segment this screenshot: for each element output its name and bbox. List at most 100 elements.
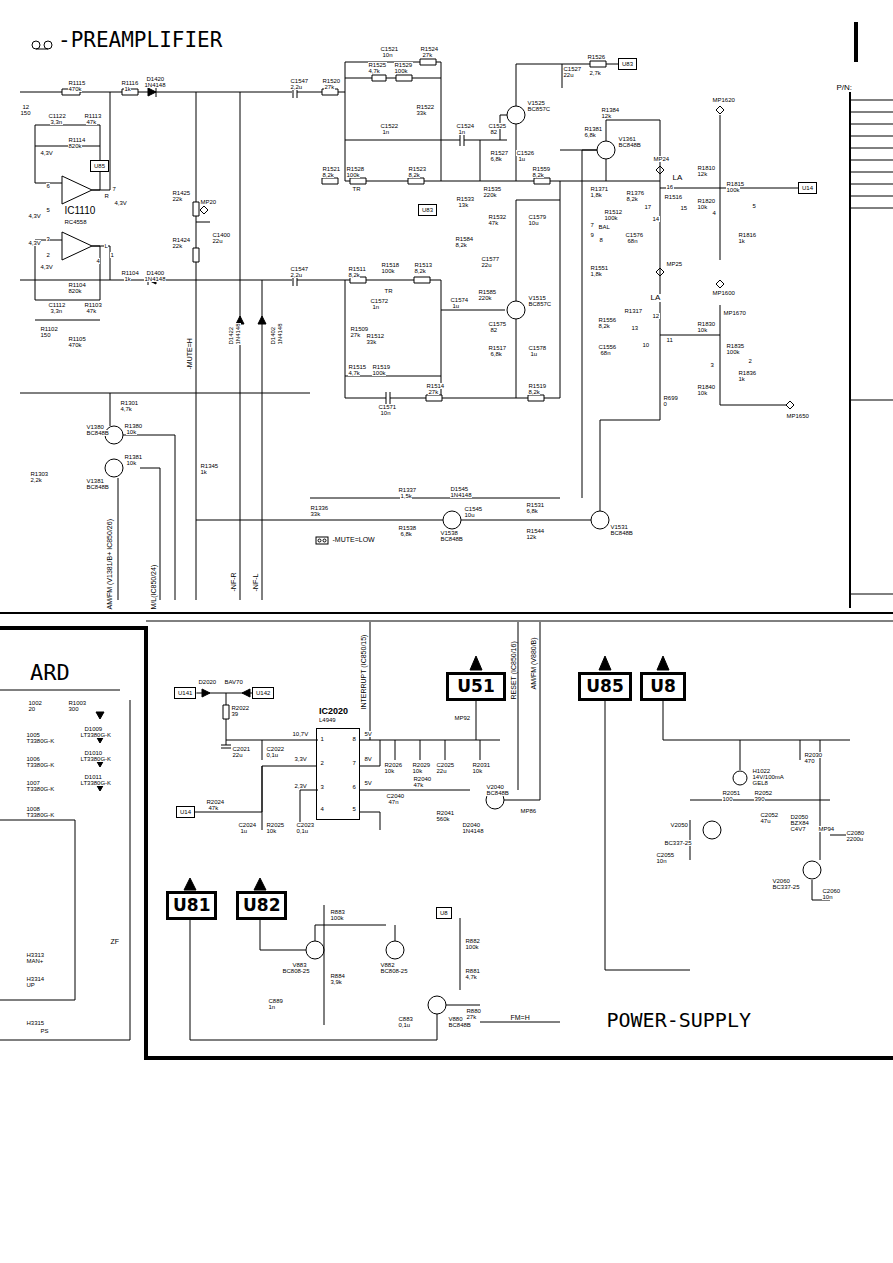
component-label: TR	[352, 186, 361, 192]
component-label: 1n	[382, 129, 390, 135]
component-label: 10k	[266, 828, 277, 834]
component-label: MP20	[200, 199, 217, 205]
component-label: 1	[320, 736, 324, 742]
component-label: 4,7k	[348, 370, 360, 376]
board-panel: ARD	[0, 628, 146, 1058]
component-label: 1N4148	[235, 323, 241, 345]
component-label: 1u	[240, 828, 248, 834]
component-label: IC1110	[64, 206, 96, 216]
box-label: U8	[440, 910, 448, 916]
component-label: PS	[40, 1028, 49, 1034]
component-label: T3380G-K	[26, 812, 55, 818]
component-label: MP1670	[723, 310, 746, 316]
component-label: 3,3n	[50, 119, 63, 125]
component-label: 82	[490, 129, 498, 135]
box-label: U83	[422, 207, 433, 213]
component-label: FM=H	[510, 1014, 530, 1021]
component-label: 27k	[324, 84, 335, 90]
component-label: 7	[590, 222, 594, 228]
signal-box: U81	[166, 891, 217, 920]
signal-box: U8	[640, 672, 686, 701]
component-label: 8	[599, 237, 603, 243]
component-label: LT3380G-K	[80, 732, 112, 738]
signal-box: U82	[236, 891, 287, 920]
component-label: 47k	[208, 805, 219, 811]
component-label: 10n	[822, 894, 833, 900]
component-label: MP1600	[712, 290, 735, 296]
component-label: POWER-SUPPLY	[606, 1010, 752, 1030]
component-label: AM/FM (V880/B)	[530, 637, 537, 690]
component-label: 14	[652, 216, 660, 222]
component-label: 47u	[760, 818, 771, 824]
component-label: 12	[652, 313, 660, 319]
component-label: 2,2u	[290, 84, 303, 90]
component-label: 10u	[464, 512, 475, 518]
box-label: ARD	[30, 662, 70, 684]
component-label: 47n	[388, 799, 399, 805]
box-label: U51	[453, 678, 499, 695]
component-label: MP25	[666, 261, 683, 267]
component-label: 7	[352, 760, 356, 766]
component-label: -MUTE=H	[186, 338, 193, 370]
component-label: 4,3V	[40, 150, 53, 156]
component-label: 27k	[350, 332, 361, 338]
component-label: 0,1u	[296, 828, 309, 834]
component-label: 10k	[697, 327, 708, 333]
box-label: U85	[94, 163, 105, 169]
component-label: 12k	[697, 171, 708, 177]
component-label: 3	[710, 362, 714, 368]
component-label: 1k	[738, 376, 745, 382]
component-label: 1	[110, 252, 114, 258]
component-label: LA	[650, 294, 661, 302]
component-label: 10,7V	[292, 731, 309, 737]
component-label: 4,3V	[114, 200, 127, 206]
component-label: 2,7k	[589, 70, 601, 76]
component-label: 10k	[412, 768, 423, 774]
component-label: BAL	[598, 224, 610, 230]
component-label: 100k	[346, 172, 360, 178]
component-label: BC337-25	[664, 840, 692, 846]
component-label: 100	[722, 796, 733, 802]
signal-box: U51	[446, 672, 506, 701]
component-label: 10n	[380, 410, 391, 416]
component-label: 820k	[68, 143, 82, 149]
component-label: C4V7	[790, 826, 806, 832]
component-label: 1N4148	[277, 323, 283, 345]
component-label: 33k	[416, 110, 427, 116]
component-label: T3380G-K	[26, 786, 55, 792]
component-label: 10n	[656, 858, 667, 864]
component-label: 9	[590, 232, 594, 238]
component-label: BC848B	[86, 484, 109, 490]
box-label: U14	[802, 185, 813, 191]
component-label: R	[104, 193, 109, 199]
component-label: 22k	[172, 243, 183, 249]
component-label: AM/FM (V1381/B+ IC850/26)	[106, 519, 113, 610]
signal-box: U85	[578, 672, 632, 701]
component-label: 220k	[483, 192, 497, 198]
component-label: 17	[644, 204, 652, 210]
component-label: 8,2k	[414, 268, 426, 274]
component-label: MP24	[653, 156, 670, 162]
component-label: 1k	[124, 86, 131, 92]
component-label: 470k	[68, 86, 82, 92]
component-label: GEL8	[752, 780, 768, 786]
component-label: 33k	[310, 511, 321, 517]
component-label: 6,8k	[584, 132, 596, 138]
signal-box: U14	[176, 806, 195, 818]
component-label: BC337-25	[772, 884, 800, 890]
component-label: T3380G-K	[26, 738, 55, 744]
component-label: INTERRUPT (IC850/15)	[360, 634, 367, 710]
component-label: 33k	[366, 339, 377, 345]
component-label: 1,5k	[400, 493, 412, 499]
component-label: 1N4148	[462, 828, 484, 834]
component-label: 10k	[697, 204, 708, 210]
component-label: 4,3V	[28, 213, 41, 219]
component-label: 2,2u	[290, 272, 303, 278]
component-label: 10k	[126, 460, 137, 466]
component-label: 100k	[726, 349, 740, 355]
component-label: 100k	[394, 68, 408, 74]
component-label: LT3380G-K	[80, 756, 112, 762]
component-label: 5	[46, 207, 50, 213]
component-label: 12k	[526, 534, 537, 540]
